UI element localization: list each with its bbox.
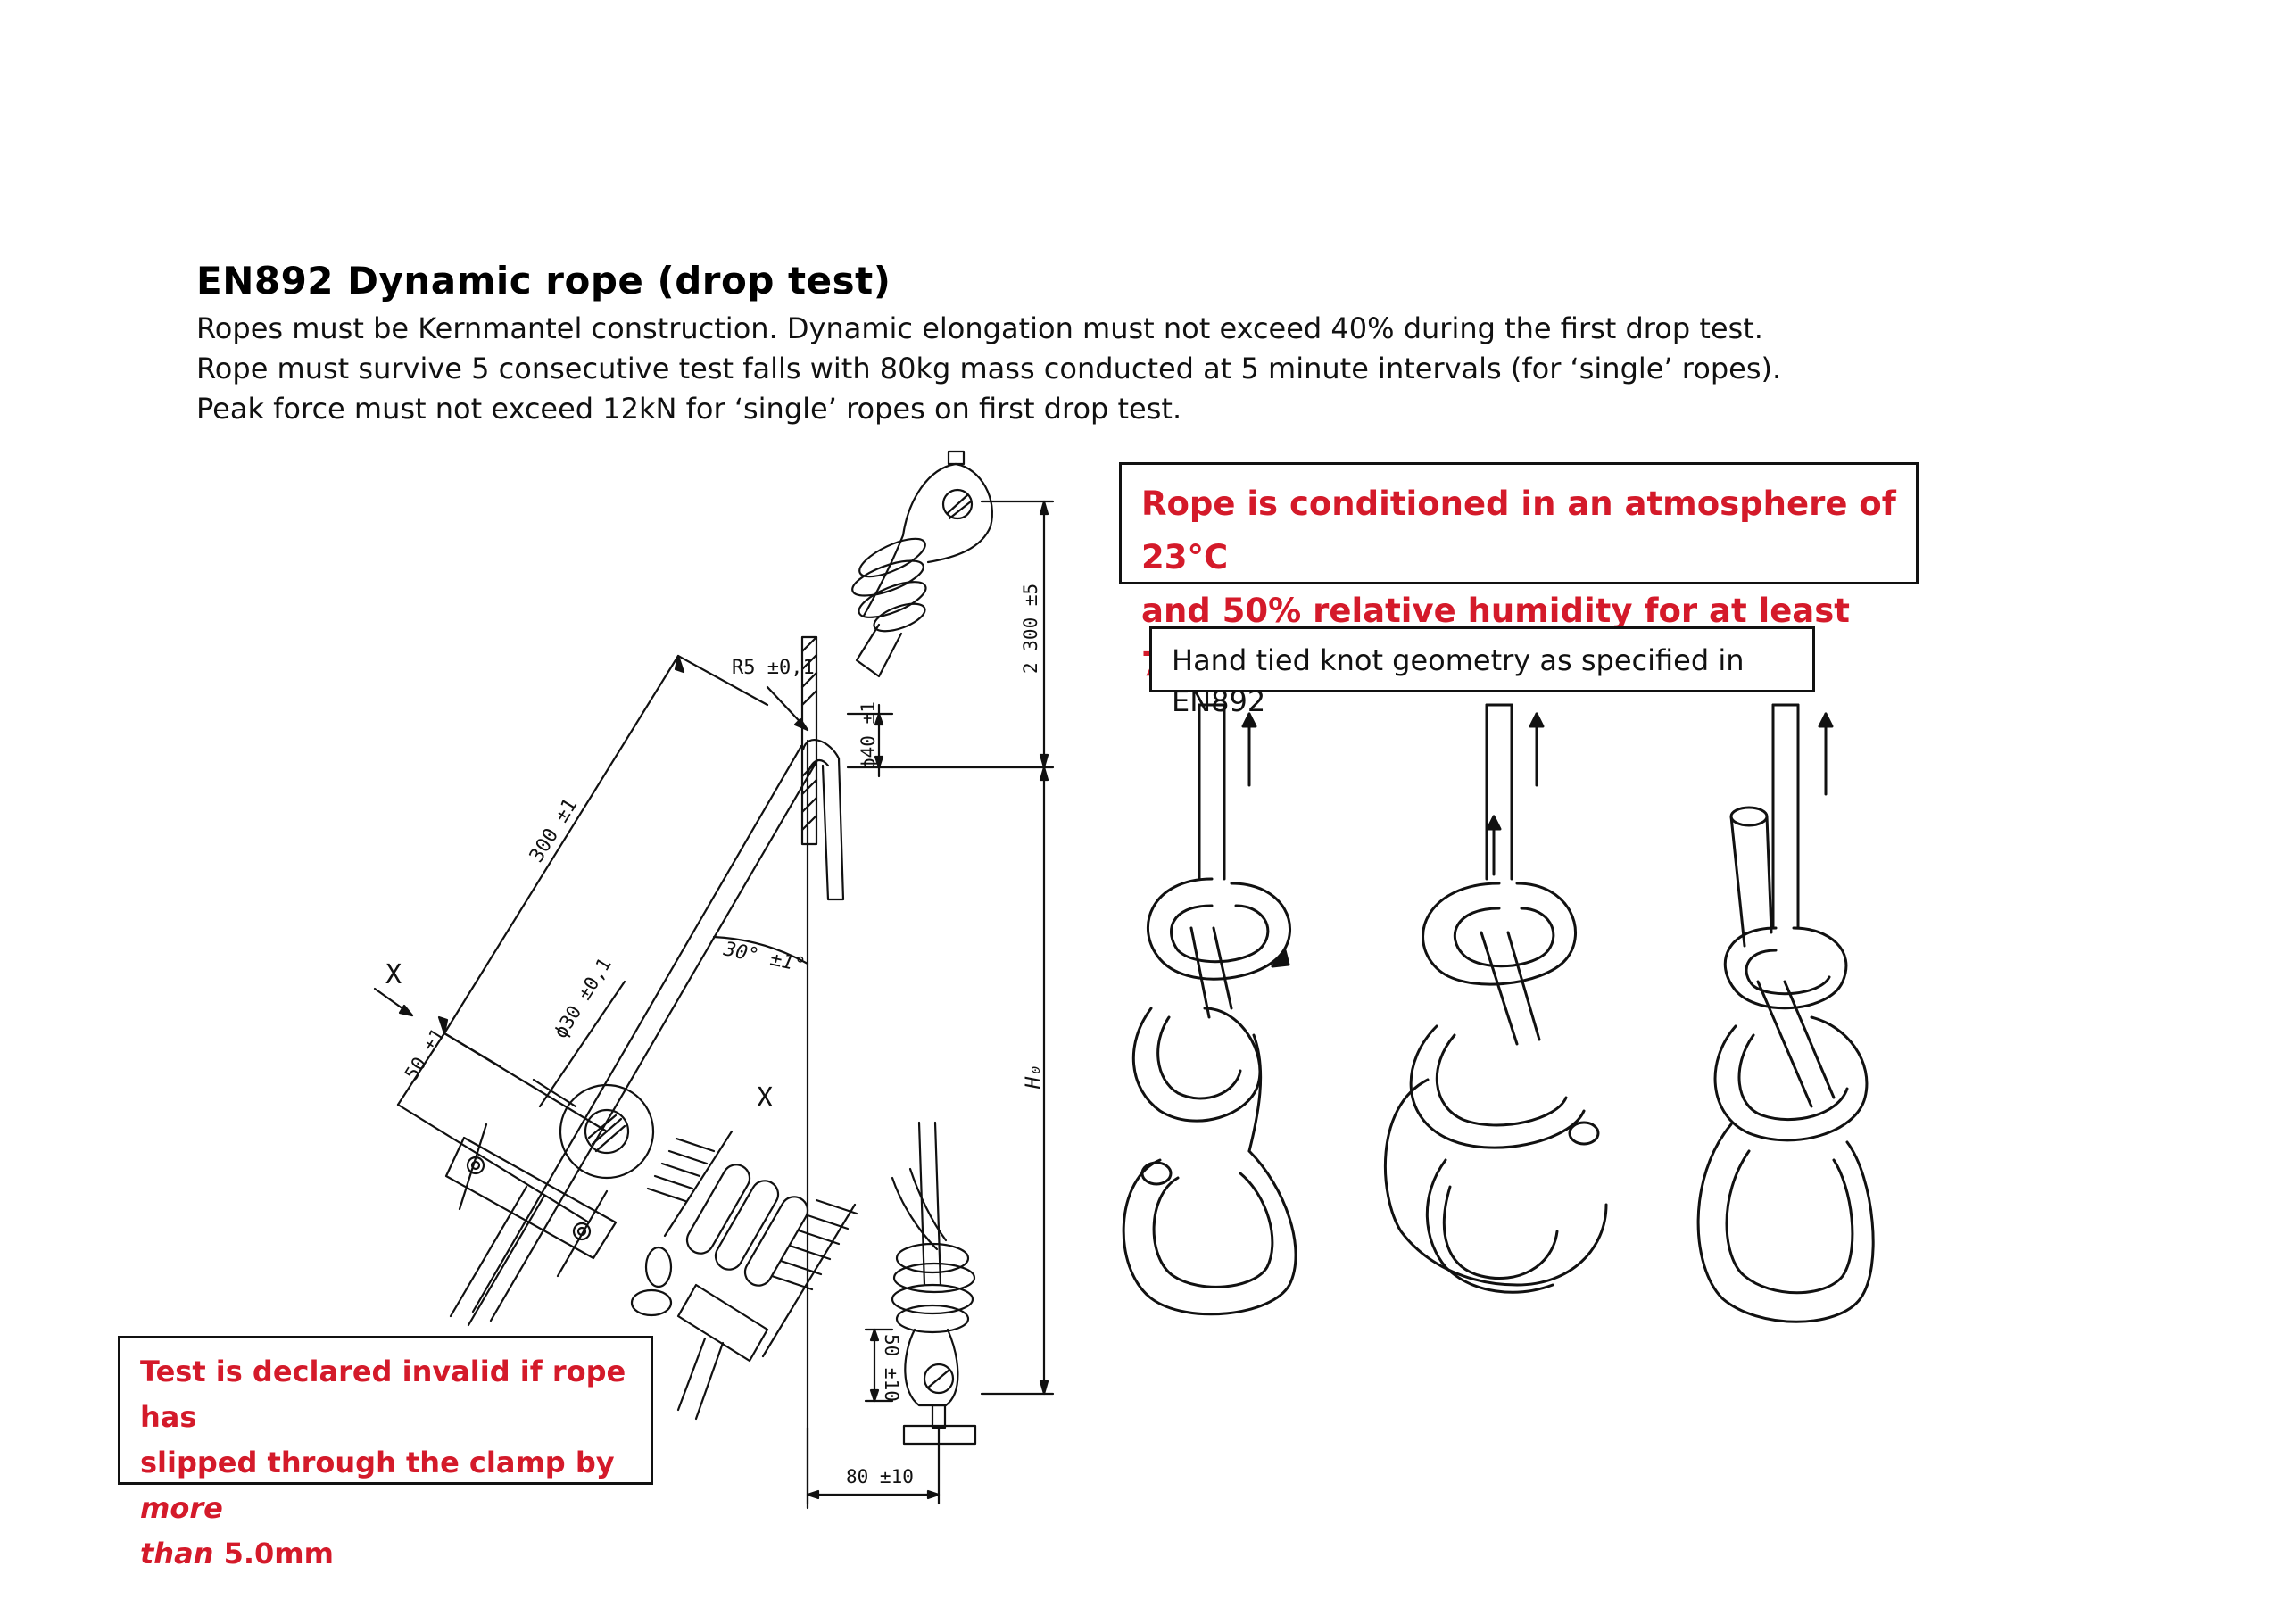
knot-caption: Hand tied knot geometry as specified in … — [1172, 643, 1745, 718]
dim-50-label: 50 ±1 — [401, 1024, 449, 1083]
dim-v50-label: 50 ±10 — [881, 1334, 902, 1402]
intro-line-3: Peak force must not exceed 12kN for ‘sin… — [196, 392, 1182, 426]
dim-w80-label: 80 ±10 — [846, 1466, 914, 1487]
inclined-rope: 30° ±1° — [471, 739, 819, 1510]
conditioning-callout: Rope is conditioned in an atmosphere of … — [1119, 462, 1919, 684]
dim-2300-label: 2 300 ±5 — [1020, 584, 1041, 674]
section-x-label-2: X — [757, 1082, 773, 1114]
invalid-line-3: than 5.0mm — [140, 1537, 334, 1570]
invalid-test-callout: Test is declared invalid if rope has sli… — [118, 1336, 653, 1570]
dim-300: 300 ±1 — [437, 654, 769, 1068]
dim-d40-label: ϕ40 ±1 — [858, 701, 879, 769]
rope-clamp — [444, 1123, 618, 1327]
figure-eight-knot-3 — [1696, 703, 1875, 1323]
test-edge-plate: ϕ40 ±1 R5 ±0,1 — [732, 635, 894, 901]
dim-d30-label: ϕ30 ±0,1 — [550, 954, 616, 1042]
intro-line-2: Rope must survive 5 consecutive test fal… — [196, 352, 1782, 385]
section-x-label-1: X — [385, 959, 402, 990]
invalid-line-2: slipped through the clamp by more — [140, 1446, 615, 1525]
bottom-mass-knot: 50 ±10 80 ±10 — [806, 1121, 977, 1505]
intro-paragraph: Ropes must be Kernmantel construction. D… — [196, 309, 1781, 429]
dim-d30: ϕ30 ±0,1 — [532, 954, 626, 1108]
section-x-detail: X — [630, 1082, 858, 1421]
knot-caption-box: Hand tied knot geometry as specified in … — [1149, 626, 1815, 718]
invalid-line-1: Test is declared invalid if rope has — [140, 1355, 626, 1434]
dim-angle-label: 30° ±1° — [721, 938, 808, 977]
dim-r5-label: R5 ±0,1 — [732, 657, 815, 679]
conditioning-line-1: Rope is conditioned in an atmosphere of … — [1141, 485, 1896, 576]
height-dimension: 2 300 ±5 H₀ — [891, 500, 1055, 1396]
figure-eight-knot-2 — [1383, 703, 1608, 1294]
page-title: EN892 Dynamic rope (drop test) — [196, 259, 891, 302]
intro-line-1: Ropes must be Kernmantel construction. D… — [196, 311, 1763, 345]
dim-h0-label: H₀ — [1023, 1065, 1045, 1090]
top-anchor-knot — [851, 450, 993, 678]
figure-eight-knot-1 — [1122, 703, 1297, 1316]
